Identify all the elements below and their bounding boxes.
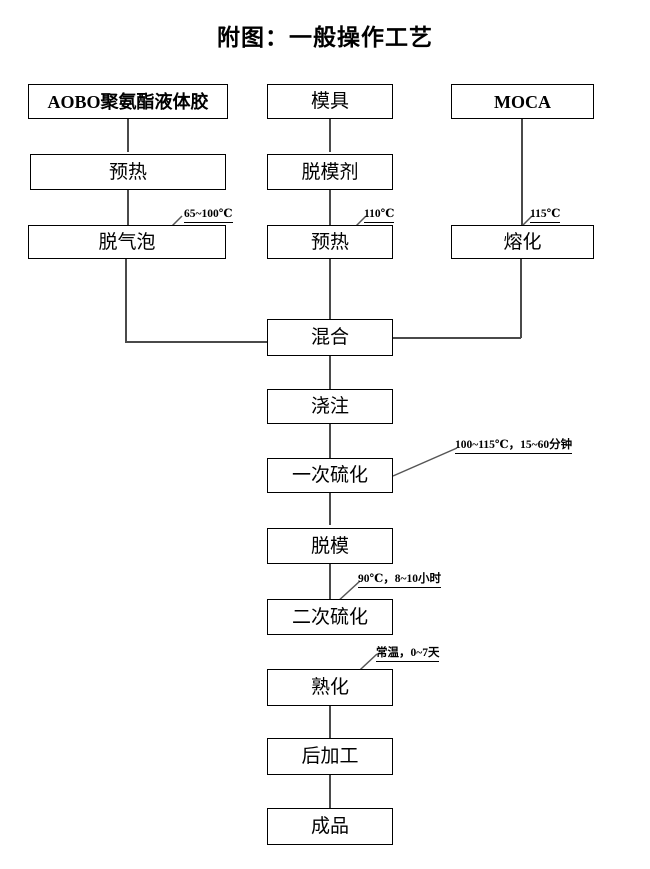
node-preheat-2[interactable]: 预热	[267, 225, 393, 259]
connector-release-to-preheat2	[329, 190, 331, 226]
connector-cure1-to-demold	[329, 493, 331, 525]
connector-mold-to-release	[329, 119, 331, 152]
node-post-process[interactable]: 后加工	[267, 738, 393, 775]
annotation-melt-cond: 115℃	[530, 208, 561, 223]
connector-melt-to-mix	[393, 337, 521, 339]
annotation-cure1-cond: 100~115℃，15~60分钟	[455, 439, 573, 454]
connector-demold-to-cure2	[329, 564, 331, 599]
connector-preheat2-to-mix	[329, 259, 331, 319]
node-ripen[interactable]: 熟化	[267, 669, 393, 706]
node-moca[interactable]: MOCA	[451, 84, 594, 119]
node-aobo[interactable]: AOBO聚氨酯液体胶	[28, 84, 228, 119]
annotation-preheat-cond: 110℃	[364, 208, 395, 223]
connector-aobo-to-preheat1	[127, 119, 129, 152]
connector-degas-to-mix	[125, 341, 268, 343]
connector-moca-to-melt	[521, 119, 523, 226]
connector-melt-down	[520, 259, 522, 338]
node-preheat-1[interactable]: 预热	[30, 154, 226, 190]
node-demold[interactable]: 脱模	[267, 528, 393, 564]
connector-degas-down	[125, 259, 127, 342]
connector-preheat1-to-degas	[127, 190, 129, 226]
node-release-agent[interactable]: 脱模剂	[267, 154, 393, 190]
node-mix[interactable]: 混合	[267, 319, 393, 356]
connector-postprocess-to-product	[329, 775, 331, 808]
node-melt[interactable]: 熔化	[451, 225, 594, 259]
node-degas[interactable]: 脱气泡	[28, 225, 226, 259]
node-mold[interactable]: 模具	[267, 84, 393, 119]
annotation-ripen-cond: 常温，0~7天	[376, 647, 440, 662]
annotation-degas-cond: 65~100℃	[184, 208, 233, 223]
leader-cure1-cond	[392, 447, 458, 477]
page-title: 附图：一般操作工艺	[217, 25, 433, 50]
node-first-cure[interactable]: 一次硫化	[267, 458, 393, 493]
node-pour[interactable]: 浇注	[267, 389, 393, 424]
connector-mix-to-pour	[329, 356, 331, 389]
connector-pour-to-cure1	[329, 424, 331, 458]
node-finished-product[interactable]: 成品	[267, 808, 393, 845]
connector-ripen-to-postprocess	[329, 706, 331, 738]
annotation-cure2-cond: 90℃，8~10小时	[358, 573, 442, 588]
node-second-cure[interactable]: 二次硫化	[267, 599, 393, 635]
